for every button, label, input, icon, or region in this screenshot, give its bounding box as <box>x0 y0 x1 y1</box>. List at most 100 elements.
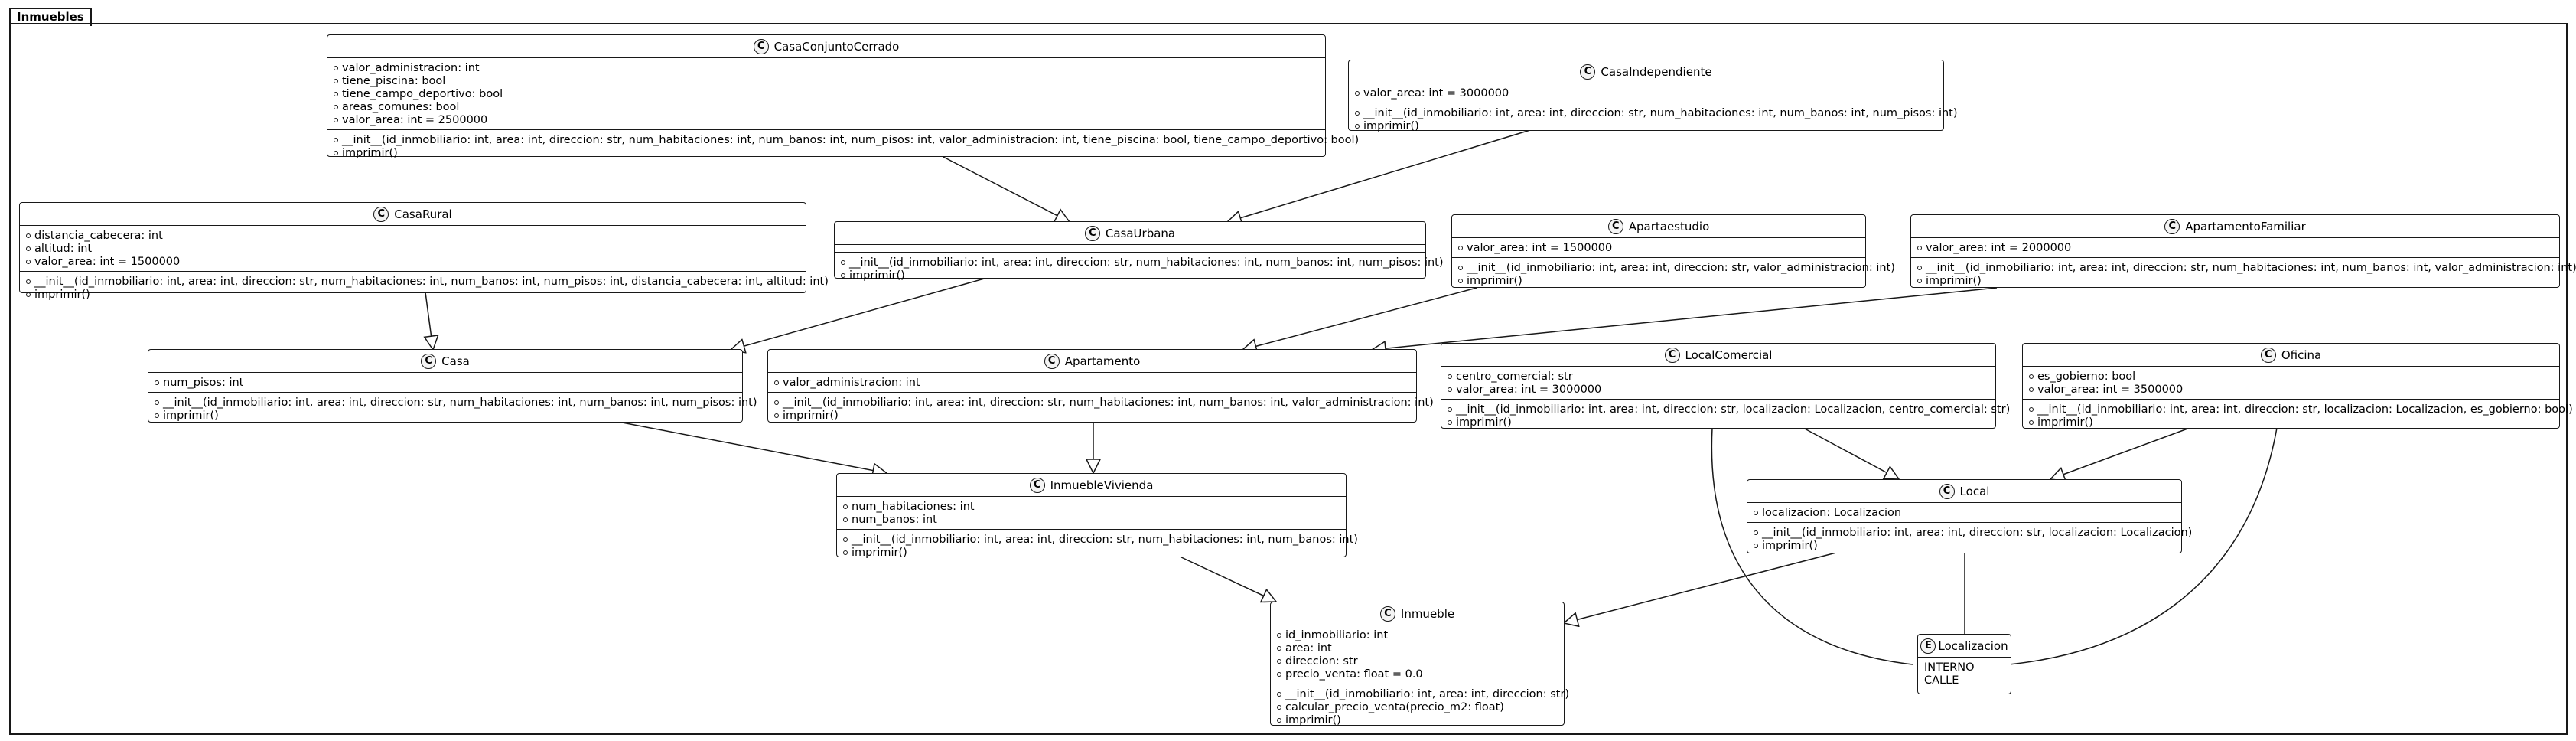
member-text: __init__(id_inmobiliario: int, area: int… <box>163 396 757 409</box>
public-visibility-icon <box>26 233 31 238</box>
enum-value: INTERNO <box>1924 661 2006 674</box>
member-text: __init__(id_inmobiliario: int, area: int… <box>1363 106 1958 119</box>
public-visibility-icon <box>843 504 848 509</box>
class-icon: C <box>1379 606 1395 622</box>
attribute: num_habitaciones: int <box>843 500 1341 513</box>
member-text: CALLE <box>1924 674 1959 687</box>
method: __init__(id_inmobiliario: int, area: int… <box>774 396 1434 409</box>
public-visibility-icon <box>26 279 31 284</box>
member-text: __init__(id_inmobiliario: int, area: int… <box>342 133 1360 146</box>
generalization-casarural-casa <box>425 292 433 350</box>
public-visibility-icon <box>1458 278 1463 283</box>
attribute: valor_area: int = 2500000 <box>334 113 1321 126</box>
association-oficina-localizacion <box>2008 427 2278 665</box>
class-name: Local <box>1959 484 1990 498</box>
methods: __init__(id_inmobiliario: int, area: int… <box>835 253 1444 285</box>
class-icon: C <box>1580 64 1596 80</box>
methods: __init__(id_inmobiliario: int, area: int… <box>1441 400 2010 432</box>
attribute: centro_comercial: str <box>1448 370 1991 383</box>
member-text: localizacion: Localizacion <box>1762 506 1902 519</box>
public-visibility-icon <box>1277 632 1281 638</box>
public-visibility-icon <box>1355 110 1360 116</box>
method: __init__(id_inmobiliario: int, area: int… <box>1355 106 1958 119</box>
method: __init__(id_inmobiliario: int, area: int… <box>2029 403 2573 416</box>
public-visibility-icon <box>26 246 31 251</box>
generalization-localcomercial-local <box>1803 427 1899 479</box>
public-visibility-icon <box>155 413 159 418</box>
member-text: imprimir() <box>852 546 907 559</box>
public-visibility-icon <box>841 260 845 265</box>
class-name: InmuebleVivienda <box>1050 478 1154 492</box>
public-visibility-icon <box>1277 691 1281 697</box>
public-visibility-icon <box>1754 543 1758 548</box>
member-text: imprimir() <box>342 146 398 159</box>
member-text: valor_area: int = 2000000 <box>1926 241 2072 254</box>
attribute: valor_area: int = 1500000 <box>26 255 801 268</box>
public-visibility-icon <box>2029 387 2034 392</box>
member-text: valor_area: int = 1500000 <box>34 255 181 268</box>
member-text: es_gobierno: bool <box>2037 370 2136 383</box>
attributes: num_pisos: int <box>148 373 742 393</box>
member-text: calcular_precio_venta(precio_m2: float) <box>1285 700 1504 713</box>
member-text: num_banos: int <box>852 513 937 526</box>
public-visibility-icon <box>26 292 31 297</box>
member-text: imprimir() <box>849 269 905 282</box>
member-text: tiene_campo_deportivo: bool <box>342 87 503 100</box>
member-text: id_inmobiliario: int <box>1285 628 1389 641</box>
public-visibility-icon <box>1277 717 1281 723</box>
public-visibility-icon <box>774 400 779 405</box>
member-text: __init__(id_inmobiliario: int, area: int… <box>34 275 829 288</box>
public-visibility-icon <box>334 137 338 142</box>
public-visibility-icon <box>1277 645 1281 651</box>
attribute: valor_area: int = 3000000 <box>1355 87 1939 100</box>
class-name: Apartaestudio <box>1628 219 1710 233</box>
class-icon: C <box>2260 347 2276 363</box>
method: imprimir() <box>1355 119 1939 132</box>
member-text: __init__(id_inmobiliario: int, area: int… <box>849 256 1444 269</box>
method: imprimir() <box>155 409 738 422</box>
member-text: valor_administracion: int <box>783 376 920 389</box>
member-text: __init__(id_inmobiliario: int, area: int… <box>1456 403 2011 416</box>
method: imprimir() <box>774 409 1412 422</box>
methods: __init__(id_inmobiliario: int, area: int… <box>327 130 1359 162</box>
public-visibility-icon <box>843 550 848 555</box>
class-icon: C <box>1939 483 1955 499</box>
generalization-apartaestudio-apartamento <box>1242 287 1477 350</box>
public-visibility-icon <box>1277 704 1281 710</box>
public-visibility-icon <box>1754 510 1758 515</box>
package-name: Inmuebles <box>17 10 84 24</box>
method: __init__(id_inmobiliario: int, area: int… <box>155 396 757 409</box>
attributes: valor_administracion: int <box>768 373 1416 393</box>
class-icon: C <box>1607 218 1623 234</box>
public-visibility-icon <box>1277 658 1281 664</box>
attribute: valor_area: int = 3500000 <box>2029 383 2555 396</box>
method: calcular_precio_venta(precio_m2: float) <box>1277 700 1559 713</box>
member-text: valor_area: int = 3500000 <box>2037 383 2184 396</box>
class-name: LocalComercial <box>1685 348 1773 362</box>
member-text: distancia_cabecera: int <box>34 229 163 242</box>
member-text: imprimir() <box>1926 274 1982 287</box>
member-text: imprimir() <box>163 409 219 422</box>
public-visibility-icon <box>843 517 848 522</box>
attribute: es_gobierno: bool <box>2029 370 2555 383</box>
class-name: Inmueble <box>1400 606 1455 621</box>
method: imprimir() <box>1448 416 1991 429</box>
public-visibility-icon <box>841 273 845 278</box>
method: __init__(id_inmobiliario: int, area: int… <box>26 275 829 288</box>
public-visibility-icon <box>1917 245 1922 250</box>
public-visibility-icon <box>1448 419 1452 425</box>
method: __init__(id_inmobiliario: int, area: int… <box>1448 403 2010 416</box>
member-text: precio_venta: float = 0.0 <box>1285 668 1423 681</box>
member-text: imprimir() <box>1762 539 1818 552</box>
generalization-casaindependiente-casaurbana <box>1227 129 1531 222</box>
attribute: altitud: int <box>26 242 801 255</box>
public-visibility-icon <box>1754 530 1758 535</box>
class-name: Oficina <box>2281 348 2322 362</box>
